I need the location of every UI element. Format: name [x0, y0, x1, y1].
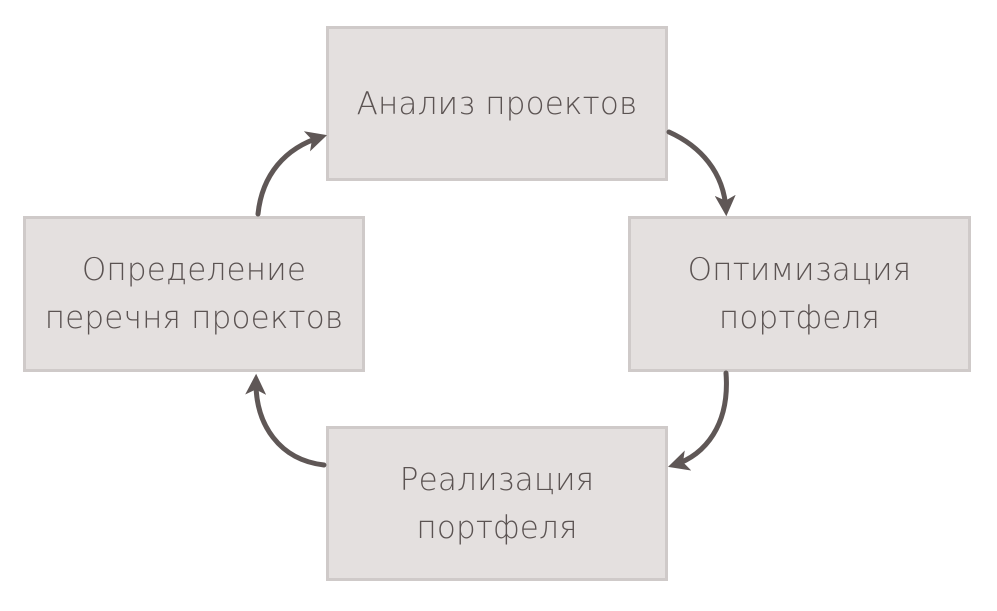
node-portfolio-implementation-line-2: портфеля: [416, 509, 578, 546]
arrow-analysis-to-optimization: [666, 129, 736, 217]
node-project-list-definition-line-1: Определение: [81, 252, 307, 288]
node-project-analysis: Анализ проектов: [326, 26, 668, 181]
node-portfolio-optimization-line-1: Оптимизация: [687, 252, 912, 288]
node-portfolio-optimization-line-2: портфеля: [718, 300, 881, 336]
arrow-implementation-to-list-definition: [245, 373, 327, 468]
arrow-list-definition-to-analysis: [255, 131, 328, 217]
node-portfolio-implementation: Реализация портфеля: [326, 426, 668, 581]
node-portfolio-optimization: Оптимизация портфеля: [628, 216, 971, 372]
node-project-list-definition-line-2: перечня проектов: [44, 300, 344, 336]
node-project-analysis-line-1: Анализ проектов: [356, 85, 638, 122]
node-portfolio-implementation-line-1: Реализация: [399, 461, 595, 498]
arrow-optimization-to-implementation: [668, 370, 729, 471]
node-project-list-definition: Определение перечня проектов: [23, 216, 365, 372]
